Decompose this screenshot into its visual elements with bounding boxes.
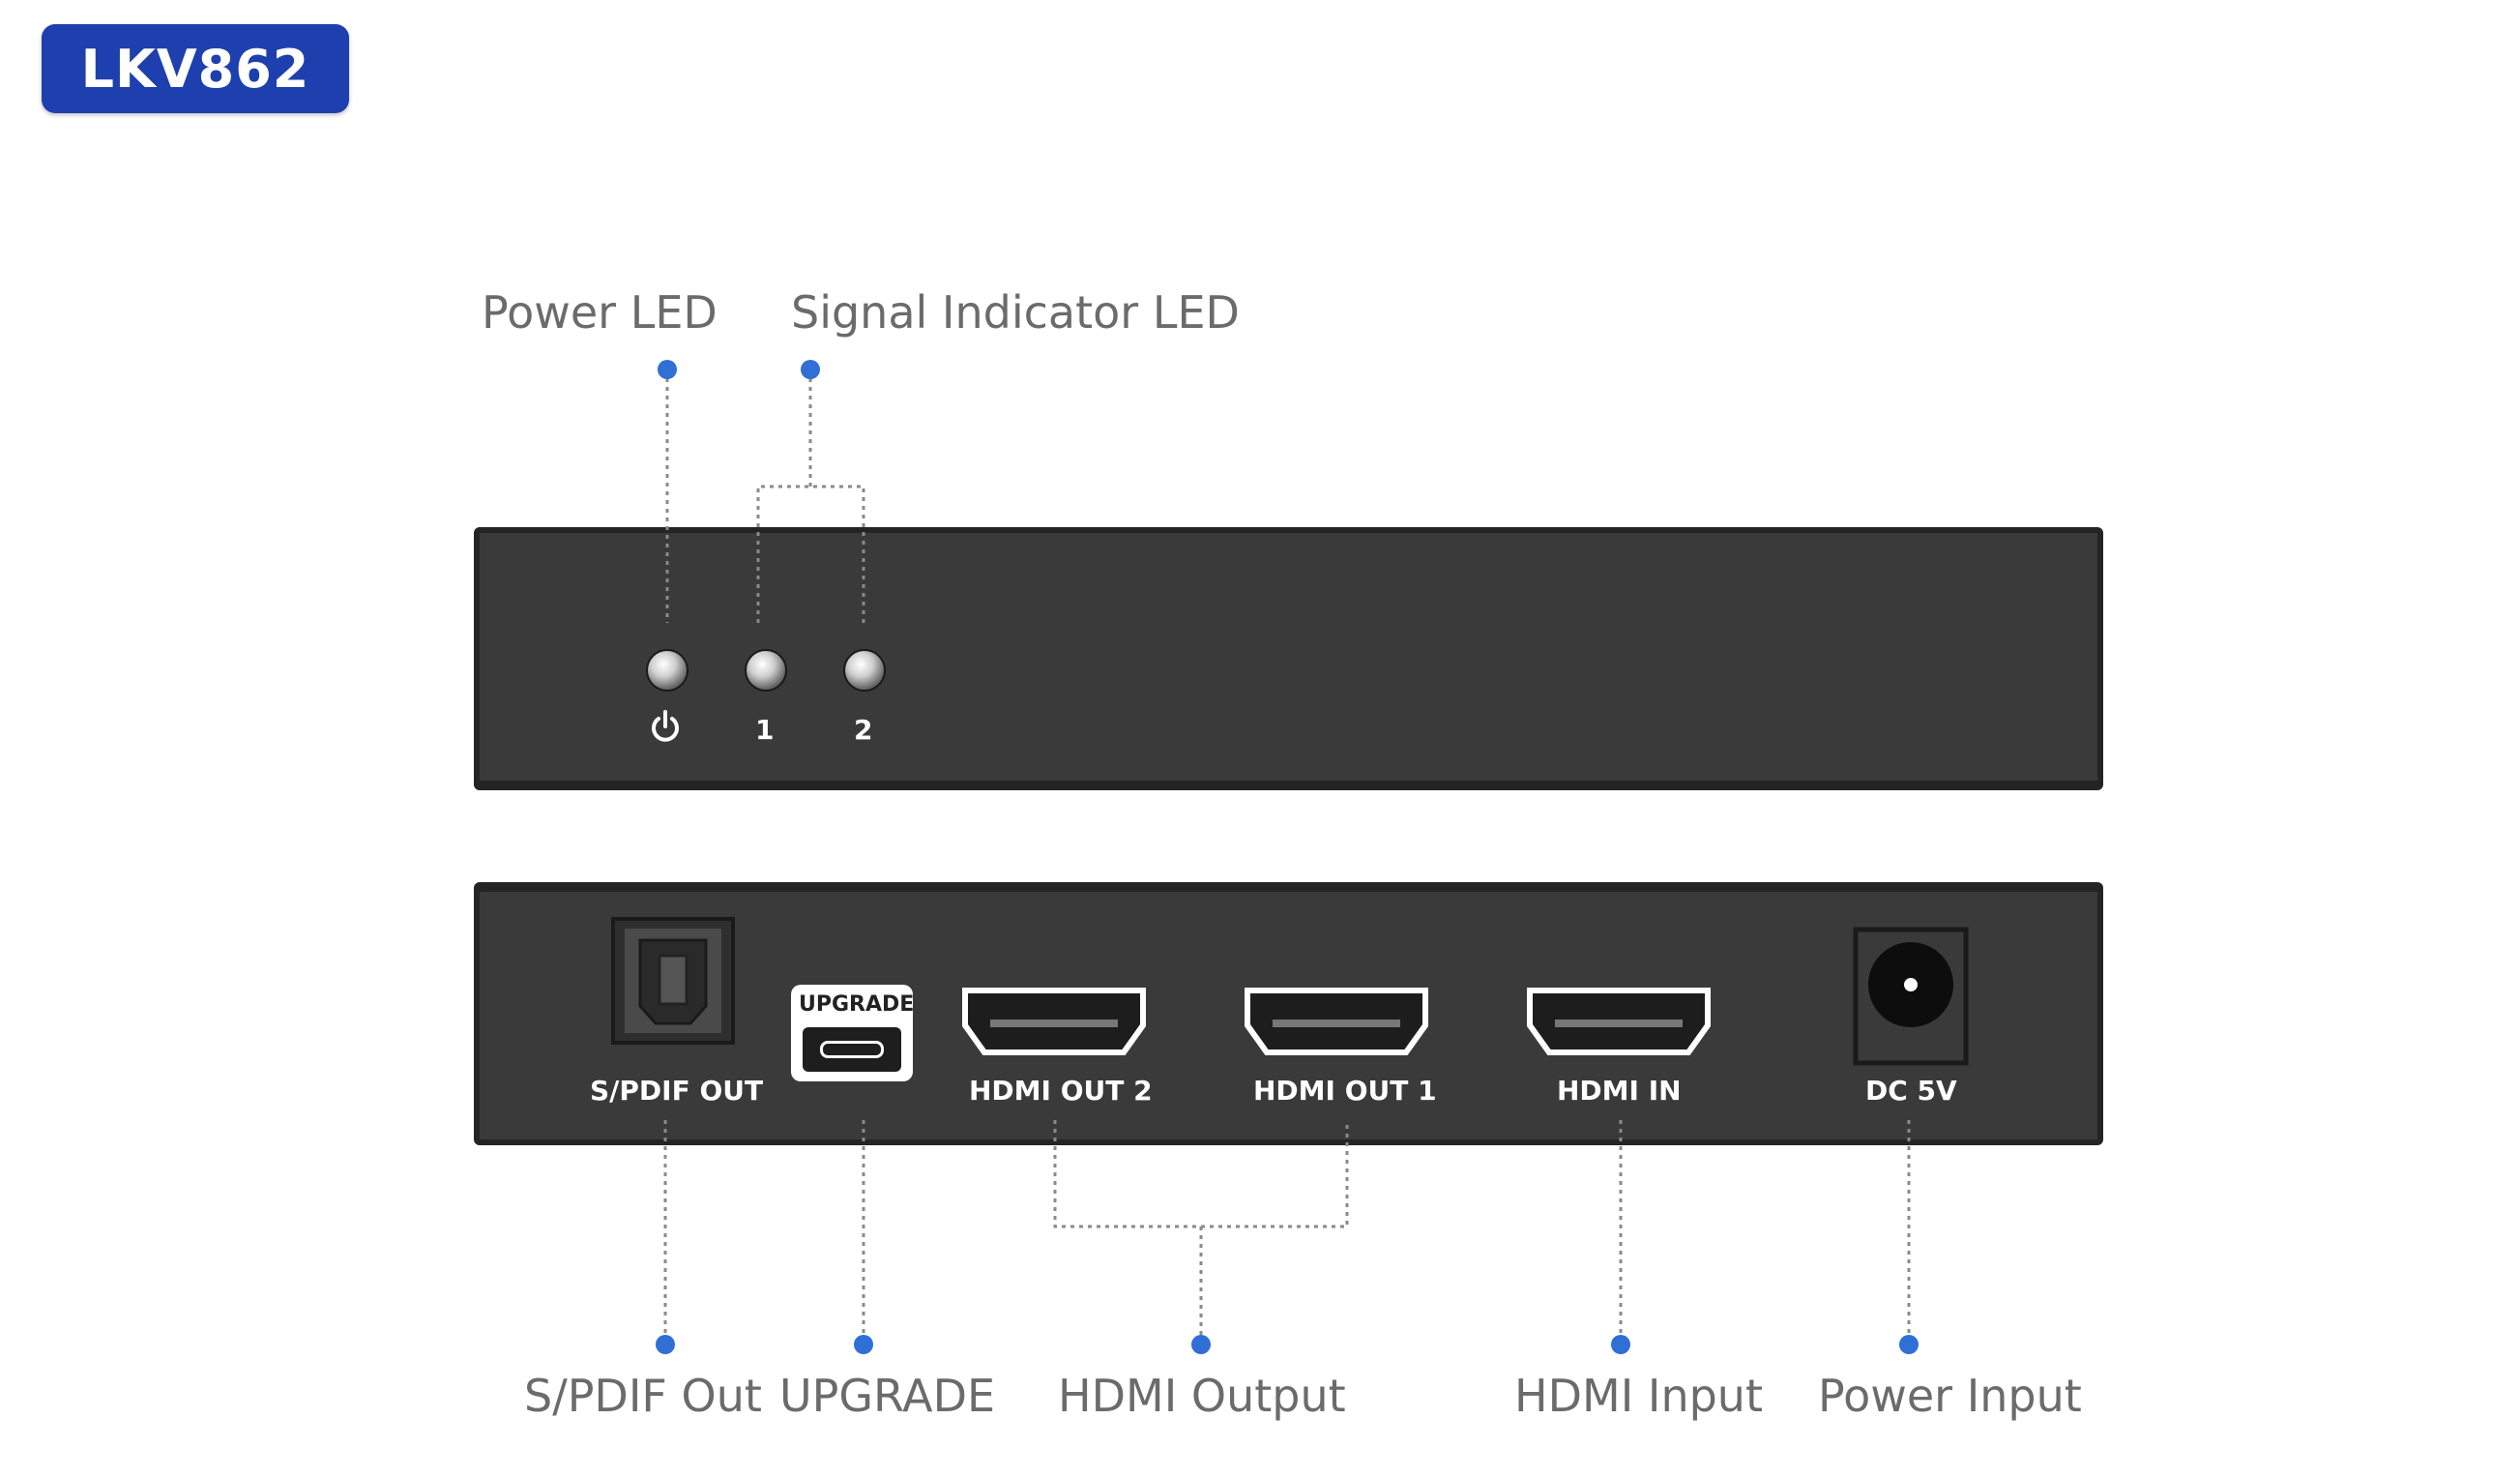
signal-led-1 <box>745 649 787 692</box>
hdmi-out-2-text: HDMI OUT 2 <box>969 1075 1153 1107</box>
signal-led-dot <box>801 360 820 379</box>
hdmi-in-text: HDMI IN <box>1557 1075 1682 1107</box>
hdmi-out-1-port-icon <box>1245 988 1428 1055</box>
upgrade-port: UPGRADE <box>791 985 915 1081</box>
hdmi-out-2-port-icon <box>962 988 1146 1055</box>
hdmi-input-dot <box>1611 1335 1630 1354</box>
led-number-2: 2 <box>854 714 873 746</box>
upgrade-dot <box>854 1335 873 1354</box>
hdmi-out-1-text: HDMI OUT 1 <box>1253 1075 1437 1107</box>
spdif-out-text: S/PDIF OUT <box>590 1075 764 1107</box>
upgrade-label: UPGRADE <box>779 1370 996 1422</box>
hdmi-output-label: HDMI Output <box>1058 1370 1346 1422</box>
spdif-port-icon <box>611 917 735 1045</box>
signal-led-label: Signal Indicator LED <box>791 286 1240 339</box>
power-input-dot <box>1899 1335 1919 1354</box>
dc-jack-icon <box>1853 927 1969 1066</box>
spdif-dot <box>656 1335 675 1354</box>
power-led <box>646 649 689 692</box>
usb-port-icon <box>803 1027 901 1072</box>
hdmi-in-port-icon <box>1527 988 1711 1055</box>
front-panel: 1 2 <box>474 527 2103 790</box>
power-led-label: Power LED <box>482 286 718 339</box>
spdif-out-label: S/PDIF Out <box>524 1370 762 1422</box>
power-symbol-icon <box>652 710 679 742</box>
power-input-label: Power Input <box>1818 1370 2082 1422</box>
signal-led-2 <box>843 649 886 692</box>
power-led-dot <box>658 360 677 379</box>
hdmi-input-label: HDMI Input <box>1514 1370 1763 1422</box>
dc-5v-text: DC 5V <box>1865 1075 1957 1107</box>
led-number-1: 1 <box>755 714 775 746</box>
upgrade-port-text: UPGRADE <box>799 992 915 1017</box>
model-badge: LKV862 <box>42 24 349 113</box>
hdmi-output-dot <box>1191 1335 1211 1354</box>
back-panel: S/PDIF OUT UPGRADE HDMI OUT 2 HDMI OUT 1… <box>474 882 2103 1145</box>
